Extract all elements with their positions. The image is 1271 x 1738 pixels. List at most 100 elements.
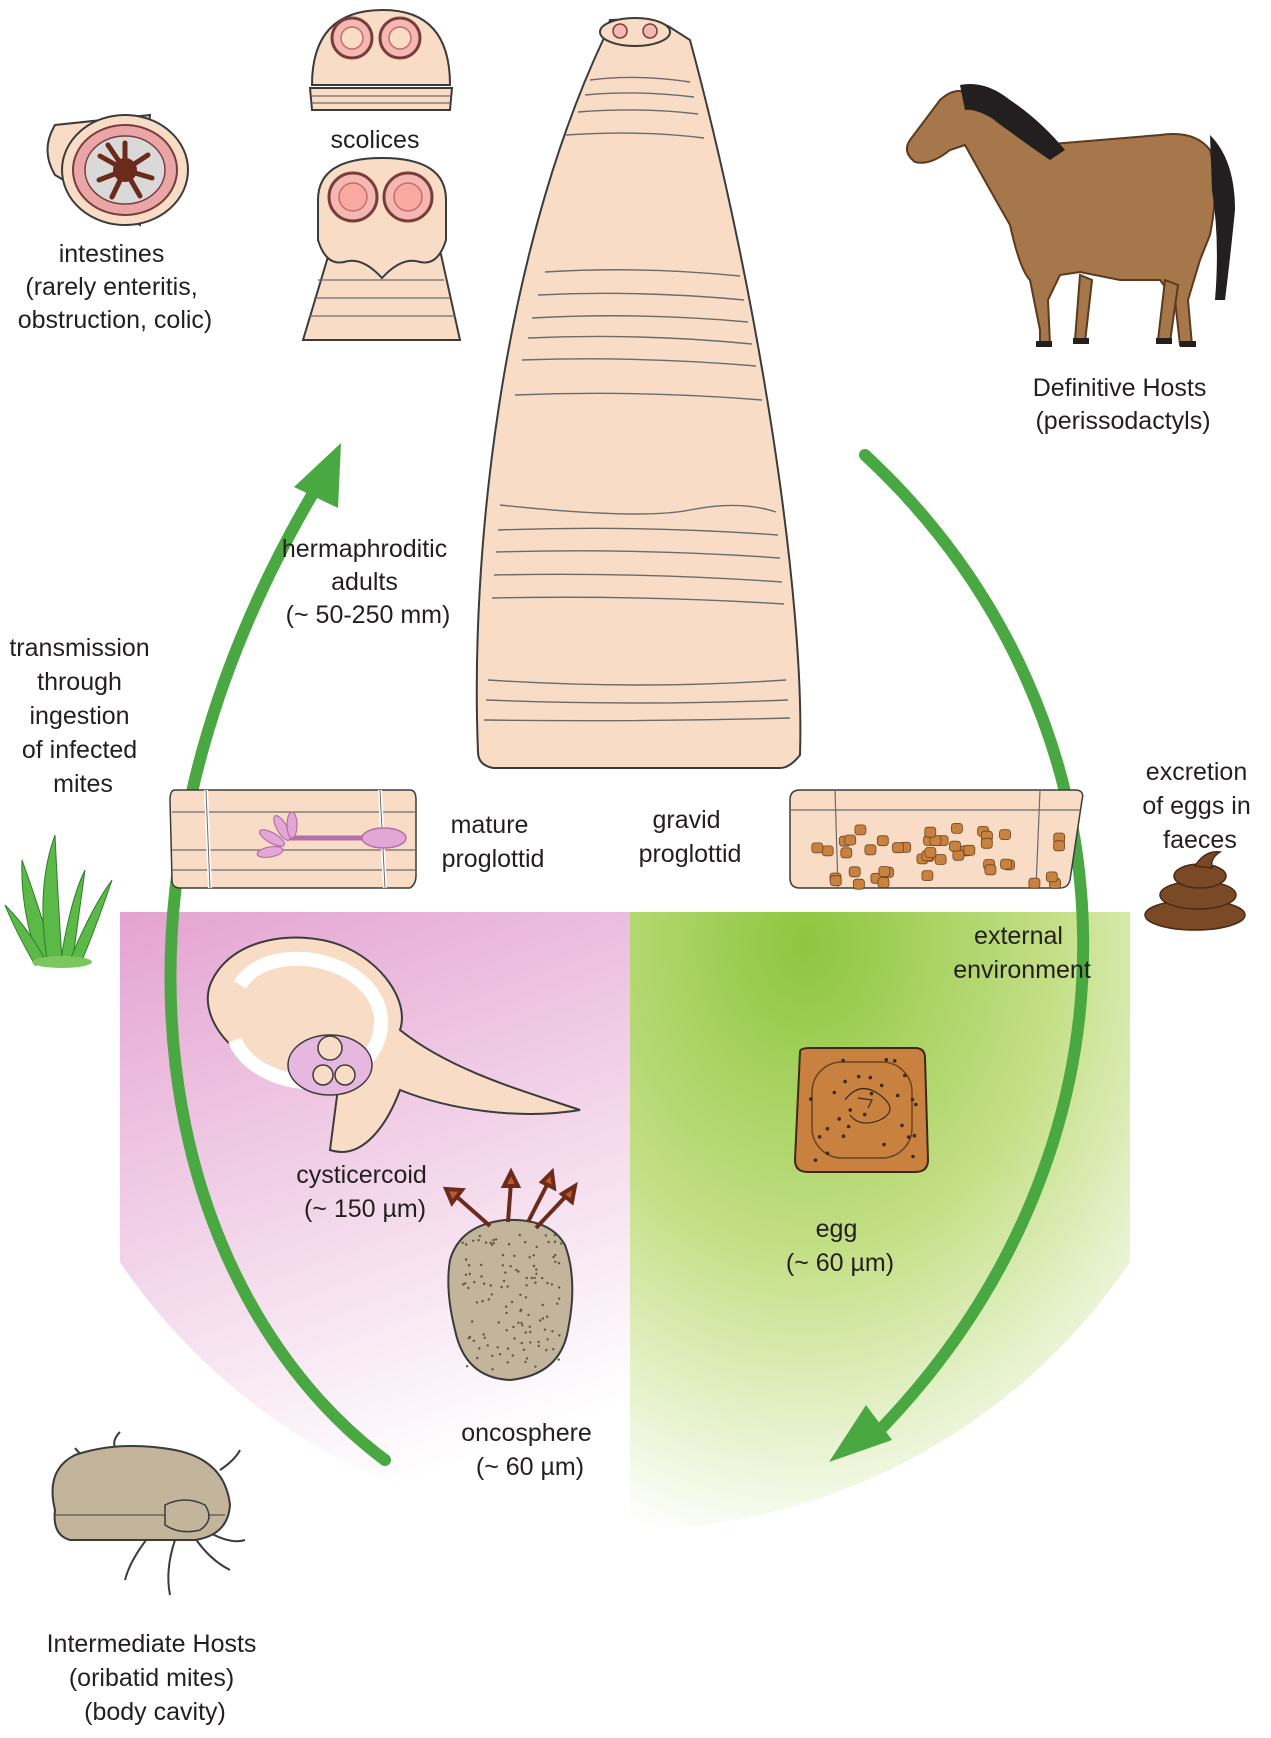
oncosphere-speckle: [476, 1301, 478, 1303]
oncosphere-speckle: [551, 1283, 553, 1285]
definitive-hosts-label: Definitive Hosts (perissodactyls): [1033, 374, 1214, 435]
oncosphere-speckle: [534, 1365, 536, 1367]
oncosphere-speckle: [500, 1286, 502, 1288]
faeces-icon: [1145, 852, 1245, 930]
intestine-cross-section-icon: [48, 115, 189, 225]
gravid-egg: [879, 867, 890, 877]
oncosphere-speckle: [521, 1342, 523, 1344]
egg-speckle: [893, 1059, 897, 1063]
oncosphere-speckle: [525, 1331, 527, 1333]
oncosphere-speckle: [484, 1337, 486, 1339]
oncosphere-speckle: [558, 1358, 560, 1360]
oncosphere-speckle: [465, 1274, 467, 1276]
oncosphere-speckle: [469, 1273, 471, 1275]
egg-speckle: [863, 1113, 867, 1117]
mite-icon: [53, 1432, 246, 1595]
gravid-egg: [1001, 859, 1012, 869]
gravid-egg: [849, 867, 860, 877]
oncosphere-speckle: [490, 1242, 492, 1244]
gravid-egg: [951, 823, 962, 833]
oncosphere-speckle: [473, 1340, 475, 1342]
gravid-egg: [935, 855, 946, 865]
gravid-egg: [841, 848, 852, 858]
gravid-egg: [822, 846, 833, 856]
oncosphere-speckle: [526, 1277, 528, 1279]
oncosphere-speckle: [488, 1298, 490, 1300]
oncosphere-speckle: [512, 1354, 514, 1356]
oncosphere-speckle: [542, 1317, 544, 1319]
oncosphere-speckle: [554, 1254, 556, 1256]
oncosphere-speckle: [507, 1285, 509, 1287]
oncosphere-speckle: [546, 1316, 548, 1318]
oncosphere-speckle: [472, 1240, 474, 1242]
egg-speckle: [842, 1134, 846, 1138]
oncosphere-speckle: [537, 1341, 539, 1343]
gravid-egg: [922, 871, 933, 881]
oncosphere-speckle: [547, 1241, 549, 1243]
oncosphere-speckle: [519, 1234, 521, 1236]
oncosphere-speckle: [524, 1241, 526, 1243]
oncosphere-speckle: [515, 1269, 517, 1271]
egg-speckle: [837, 1117, 841, 1121]
mature-proglottid-drawing: [170, 790, 416, 888]
oncosphere-speckle: [506, 1329, 508, 1331]
oncosphere-speckle: [505, 1312, 507, 1314]
oncosphere-speckle: [546, 1338, 548, 1340]
oncosphere-speckle: [505, 1306, 507, 1308]
oncosphere-speckle: [526, 1357, 528, 1359]
oncosphere-speckle: [469, 1336, 471, 1338]
oncosphere-speckle: [558, 1262, 560, 1264]
oncosphere-speckle: [483, 1283, 485, 1285]
egg-speckle: [914, 1103, 918, 1107]
oncosphere-speckle: [512, 1326, 514, 1328]
oncosphere-speckle: [473, 1281, 475, 1283]
oncosphere-speckle: [558, 1286, 560, 1288]
oncosphere-speckle: [539, 1319, 541, 1321]
gravid-egg: [1054, 841, 1065, 851]
egg-speckle: [847, 1125, 851, 1129]
oncosphere-speckle: [552, 1256, 554, 1258]
horse-icon: [907, 84, 1235, 347]
oncosphere-speckle: [511, 1301, 513, 1303]
oncosphere-speckle: [524, 1361, 526, 1363]
egg-speckle: [880, 1084, 884, 1088]
oncosphere-speckle: [495, 1238, 497, 1240]
oncosphere-speckle: [558, 1298, 560, 1300]
gravid-egg: [830, 876, 841, 886]
oncosphere-speckle: [545, 1234, 547, 1236]
oncosphere-speckle: [558, 1334, 560, 1336]
egg-speckle: [896, 1094, 900, 1098]
egg-speckle: [814, 1158, 818, 1162]
oncosphere-speckle: [492, 1239, 494, 1241]
oncosphere-speckle: [477, 1239, 479, 1241]
egg-speckle: [882, 1143, 886, 1147]
oncosphere-speckle: [513, 1337, 515, 1339]
egg-speckle: [818, 1135, 822, 1139]
oncosphere-speckle: [508, 1243, 510, 1245]
egg-speckle: [848, 1108, 852, 1112]
oncosphere-speckle: [535, 1268, 537, 1270]
oncosphere-speckle: [481, 1300, 483, 1302]
oncosphere-speckle: [499, 1353, 501, 1355]
oncosphere-speckle: [487, 1344, 489, 1346]
gravid-egg: [812, 843, 823, 853]
oncosphere-speckle: [523, 1349, 525, 1351]
oncosphere-speckle: [493, 1242, 495, 1244]
oncosphere-speckle: [462, 1242, 464, 1244]
oncosphere-speckle: [478, 1347, 480, 1349]
oncosphere-speckle: [491, 1355, 493, 1357]
gravid-egg: [985, 865, 996, 875]
adults-label: hermaphroditic adults (~ 50-250 mm): [282, 535, 454, 629]
adult-sucker: [643, 24, 657, 38]
oncosphere-speckle: [554, 1261, 556, 1263]
oncosphere-speckle: [554, 1234, 556, 1236]
transmission-label: transmission through ingestion of infect…: [9, 634, 156, 798]
oncosphere-speckle: [527, 1314, 529, 1316]
oncosphere-speckle: [534, 1282, 536, 1284]
oncosphere-speckle: [529, 1341, 531, 1343]
oncosphere-speckle: [551, 1330, 553, 1332]
oncosphere-speckle: [525, 1284, 527, 1286]
gravid-egg: [893, 843, 904, 853]
oncosphere-speckle: [552, 1348, 554, 1350]
scolices-label: scolices: [331, 126, 420, 154]
